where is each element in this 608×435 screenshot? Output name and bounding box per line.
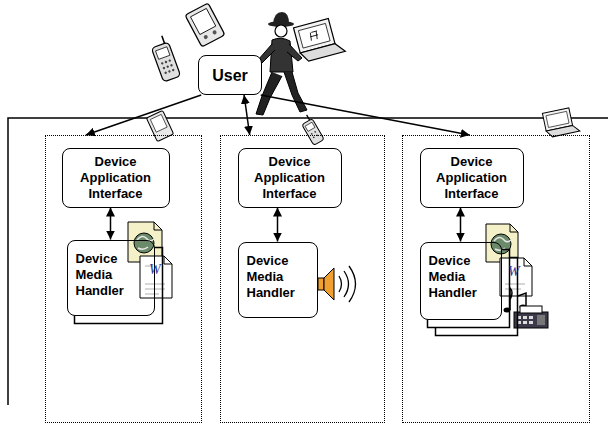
illustration-part	[523, 316, 527, 319]
phone-icon	[149, 34, 181, 82]
illustration-part	[284, 72, 307, 112]
connector-arrow	[460, 208, 462, 242]
illustration-part	[161, 59, 175, 74]
illustration-part	[494, 237, 511, 250]
illustration-part	[170, 64, 173, 67]
document-letter: W	[149, 263, 161, 277]
illustration-part	[162, 36, 165, 44]
illustration-part	[314, 131, 316, 133]
media-handler-box: Device Media Handler	[420, 242, 502, 320]
laptop-icon	[294, 16, 346, 62]
illustration-part	[305, 122, 315, 131]
connector-arrow	[244, 95, 250, 135]
illustration-part	[134, 233, 154, 253]
illustration-part	[151, 42, 180, 82]
pda-icon	[146, 110, 173, 141]
illustration-part	[524, 258, 532, 266]
illustration-part	[307, 115, 310, 120]
illustration-part	[339, 266, 356, 302]
connector-arrow	[261, 95, 470, 135]
illustration-part	[505, 284, 525, 289]
illustration-part	[154, 222, 162, 230]
illustration-part	[313, 136, 315, 138]
illustration-part	[190, 8, 215, 34]
device-group: Device Application InterfaceDevice Media…	[45, 135, 202, 423]
illustration-part	[309, 31, 319, 41]
node-text: Device Media Handler	[247, 253, 309, 301]
node-text: Device Application Interface	[429, 154, 515, 202]
illustration-part	[166, 65, 169, 68]
illustration-part	[287, 44, 302, 61]
illustration-part	[156, 47, 170, 60]
illustration-part	[318, 278, 324, 290]
illustration-part	[324, 268, 334, 300]
user-box: User	[198, 55, 262, 95]
node-text: Device Application Interface	[73, 154, 159, 202]
illustration-part	[510, 288, 512, 310]
illustration-part	[162, 67, 165, 70]
illustration-part	[164, 256, 172, 264]
application-interface-box: Device Application Interface	[62, 148, 170, 208]
document-letter: W	[508, 265, 520, 279]
system-frame	[8, 118, 608, 405]
illustration-part	[529, 321, 533, 324]
application-interface-box: Device Application Interface	[420, 148, 524, 208]
connector-arrow	[277, 208, 279, 242]
device-group: Device Application InterfaceDevice Media…	[402, 135, 590, 423]
illustration-part	[510, 224, 518, 232]
illustration-part	[212, 30, 217, 35]
illustration-part	[270, 38, 293, 72]
illustration-part	[185, 3, 225, 47]
word-document-icon	[140, 256, 172, 298]
illustration-part	[275, 25, 287, 37]
stacked-handler-outline	[428, 250, 510, 328]
laptop-icon	[542, 107, 579, 138]
illustration-part	[517, 316, 533, 324]
media-handler-box: Device Media Handler	[67, 240, 155, 316]
illustration-part	[520, 306, 542, 313]
illustration-part	[168, 59, 171, 62]
illustration-part	[146, 110, 173, 141]
illustration-part	[168, 70, 171, 73]
pda-icon	[185, 3, 225, 47]
illustration-part	[546, 111, 569, 127]
speaker-icon	[318, 266, 356, 302]
illustration-part	[537, 315, 545, 325]
illustration-part	[523, 321, 527, 324]
device-group: Device Application InterfaceDevice Media…	[220, 135, 385, 423]
illustration-part	[172, 68, 175, 71]
web-document-icon	[486, 224, 518, 262]
application-interface-box: Device Application Interface	[238, 148, 342, 208]
illustration-part	[300, 42, 345, 63]
node-text: Device Media Handler	[429, 253, 491, 301]
phone-icon	[299, 113, 324, 145]
illustration-part	[298, 23, 330, 48]
illustration-part	[514, 312, 548, 328]
media-handler-box: Device Media Handler	[238, 242, 318, 318]
connector-arrow	[110, 208, 112, 240]
illustration-part	[164, 71, 167, 74]
illustration-part	[486, 224, 518, 262]
illustration-part	[161, 62, 164, 65]
illustration-part	[140, 256, 172, 298]
stacked-handler-outline	[75, 248, 163, 324]
illustration-part	[137, 236, 154, 249]
illustration-part	[500, 258, 532, 296]
illustration-part	[164, 60, 167, 63]
node-text: Device Media Handler	[76, 251, 138, 299]
illustration-part	[203, 34, 208, 39]
word-document-icon	[500, 258, 532, 296]
illustration-part	[302, 119, 324, 146]
node-text: User	[212, 66, 248, 85]
illustration-part	[273, 12, 289, 24]
connector-arrow	[86, 95, 201, 135]
illustration-part	[529, 316, 533, 319]
illustration-part	[150, 114, 167, 132]
node-text: Device Application Interface	[247, 154, 333, 202]
